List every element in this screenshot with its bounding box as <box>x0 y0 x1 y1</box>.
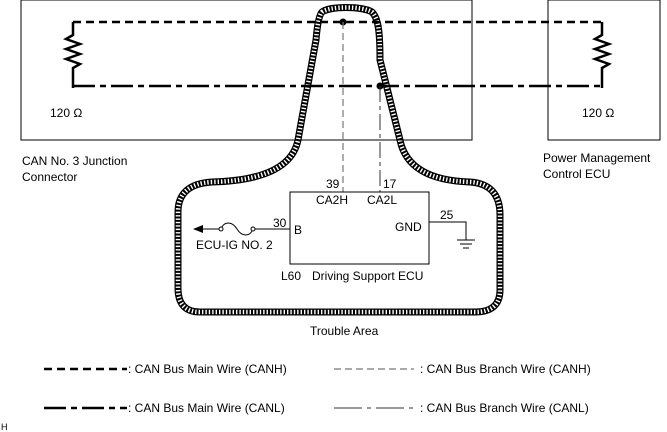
ecu-name-label: Driving Support ECU <box>312 269 423 283</box>
pin-ca2h-label: CA2H <box>316 193 348 207</box>
pin-b-label: B <box>294 223 302 237</box>
junction-connector-box <box>20 0 473 141</box>
junction-resistance-label: 120 Ω <box>50 106 82 120</box>
junction-connector-name-line1: CAN No. 3 Junction <box>22 154 127 168</box>
pmc-ecu-name-line1: Power Management <box>543 151 651 165</box>
fuse-symbol <box>220 222 254 236</box>
ecu-ig-arrow-icon <box>193 225 203 233</box>
pin-ca2l-label: CA2L <box>367 193 397 207</box>
junction-connector-name-line2: Connector <box>22 170 77 184</box>
legend-branch-canl-label: : CAN Bus Branch Wire (CANL) <box>420 401 589 415</box>
pmc-ecu-name-line2: Control ECU <box>543 167 610 181</box>
power-management-ecu-box <box>547 0 661 141</box>
pin-gnd-label: GND <box>395 220 422 234</box>
corner-mark: H <box>1 422 8 432</box>
left-resistor <box>62 22 84 88</box>
fuse-terminal-left <box>218 226 224 232</box>
fuse-label: ECU-IG NO. 2 <box>196 238 273 252</box>
legend: : CAN Bus Main Wire (CANH) : CAN Bus Bra… <box>44 362 591 415</box>
pin-ca2l-number: 17 <box>383 177 397 191</box>
pin-b-number: 30 <box>273 216 287 230</box>
fuse-terminal-right <box>250 226 256 232</box>
legend-main-canl-label: : CAN Bus Main Wire (CANL) <box>128 401 285 415</box>
pin-gnd-number: 25 <box>440 208 454 222</box>
driving-support-ecu-box <box>289 191 430 265</box>
legend-main-canh-label: : CAN Bus Main Wire (CANH) <box>128 362 287 376</box>
pin-ca2h-number: 39 <box>326 177 340 191</box>
trouble-area-outline <box>174 4 504 316</box>
ecu-connector-label: L60 <box>281 269 301 283</box>
trouble-area-label: Trouble Area <box>310 324 379 338</box>
ground-icon <box>457 239 475 249</box>
pmc-resistance-label: 120 Ω <box>582 106 614 120</box>
legend-branch-canh-label: : CAN Bus Branch Wire (CANH) <box>420 362 591 376</box>
gnd-wire <box>429 221 467 240</box>
right-resistor <box>591 22 613 88</box>
